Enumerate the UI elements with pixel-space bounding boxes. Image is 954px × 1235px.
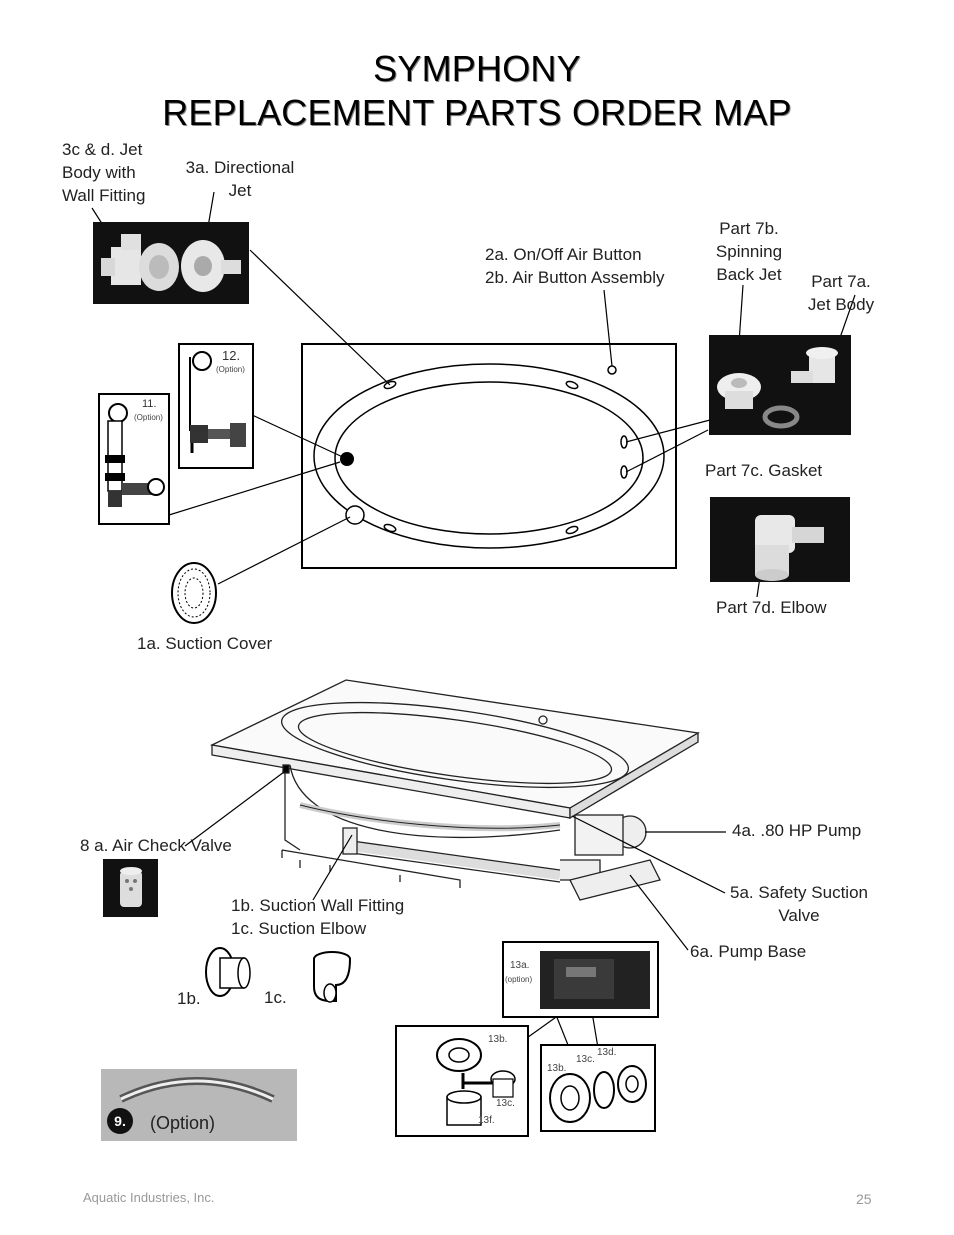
- option-13a-box: [502, 941, 659, 1018]
- part-13c-left: 13c.: [496, 1098, 515, 1109]
- option-11-label: (Option): [134, 413, 163, 422]
- tub-perspective-view: [209, 679, 700, 901]
- suction-cover-icon: [171, 562, 217, 624]
- label-gasket: Part 7c. Gasket: [705, 461, 823, 480]
- part-13a-option: (option): [505, 975, 533, 984]
- label-pump-base: 6a. Pump Base: [690, 942, 807, 961]
- option-12-label: (Option): [216, 365, 245, 374]
- suction-elbow-icon: [313, 951, 351, 1003]
- label-suction-wall-fitting: 1b. Suction Wall Fitting 1c. Suction Elb…: [231, 896, 405, 938]
- part-13b-right: 13b.: [547, 1063, 567, 1074]
- leader-lines: [91, 191, 856, 1061]
- label-air-check-valve: 8 a. Air Check Valve: [80, 836, 232, 855]
- label-jet-body-wall-fitting: 3c & d. Jet Body with Wall Fitting: [62, 140, 146, 205]
- page-title-line1: SYMPHONY: [373, 48, 581, 89]
- part-13d: 13d.: [597, 1047, 617, 1058]
- option-12-number: 12.: [222, 348, 241, 363]
- part-13f: 13f.: [478, 1115, 495, 1126]
- part-13b-left: 13b.: [488, 1034, 508, 1045]
- spinning-back-jet-photo: [709, 335, 851, 435]
- part-13c-right: 13c.: [576, 1054, 595, 1065]
- elbow-photo: [710, 497, 850, 582]
- part-13a-number: 13a.: [510, 960, 530, 971]
- option-13-left-box: [395, 1025, 529, 1137]
- tub-top-view: [301, 343, 677, 569]
- label-suction-cover: 1a. Suction Cover: [137, 634, 273, 653]
- option-11-number: 11.: [142, 398, 157, 410]
- option-9-number: 9.: [107, 1108, 133, 1134]
- label-part-1c: 1c.: [264, 988, 287, 1007]
- label-directional-jet: 3a. Directional Jet: [185, 158, 295, 200]
- label-safety-suction-valve: 5a. Safety Suction Valve: [730, 883, 868, 925]
- label-jet-body: Part 7a. Jet Body: [807, 272, 875, 314]
- jet-body-photo: [93, 222, 249, 304]
- option-13-right-box: [540, 1044, 656, 1132]
- label-pump: 4a. .80 HP Pump: [732, 821, 862, 840]
- footer-page-number: 25: [856, 1191, 872, 1207]
- page-title-line2: REPLACEMENT PARTS ORDER MAP: [162, 92, 792, 133]
- label-air-button: 2a. On/Off Air Button 2b. Air Button Ass…: [485, 245, 665, 287]
- footer-company: Aquatic Industries, Inc.: [83, 1190, 215, 1205]
- label-elbow: Part 7d. Elbow: [716, 598, 827, 617]
- label-part-1b: 1b.: [177, 989, 201, 1008]
- option-11-box: [98, 393, 170, 525]
- option-12-box: [178, 343, 254, 469]
- option-9-photo: [101, 1069, 297, 1141]
- label-spinning-back-jet: Part 7b. Spinning Back Jet: [715, 219, 783, 284]
- suction-wall-fitting-icon: [205, 947, 251, 997]
- air-check-valve-photo: [103, 859, 158, 917]
- option-9-label: (Option): [150, 1113, 216, 1133]
